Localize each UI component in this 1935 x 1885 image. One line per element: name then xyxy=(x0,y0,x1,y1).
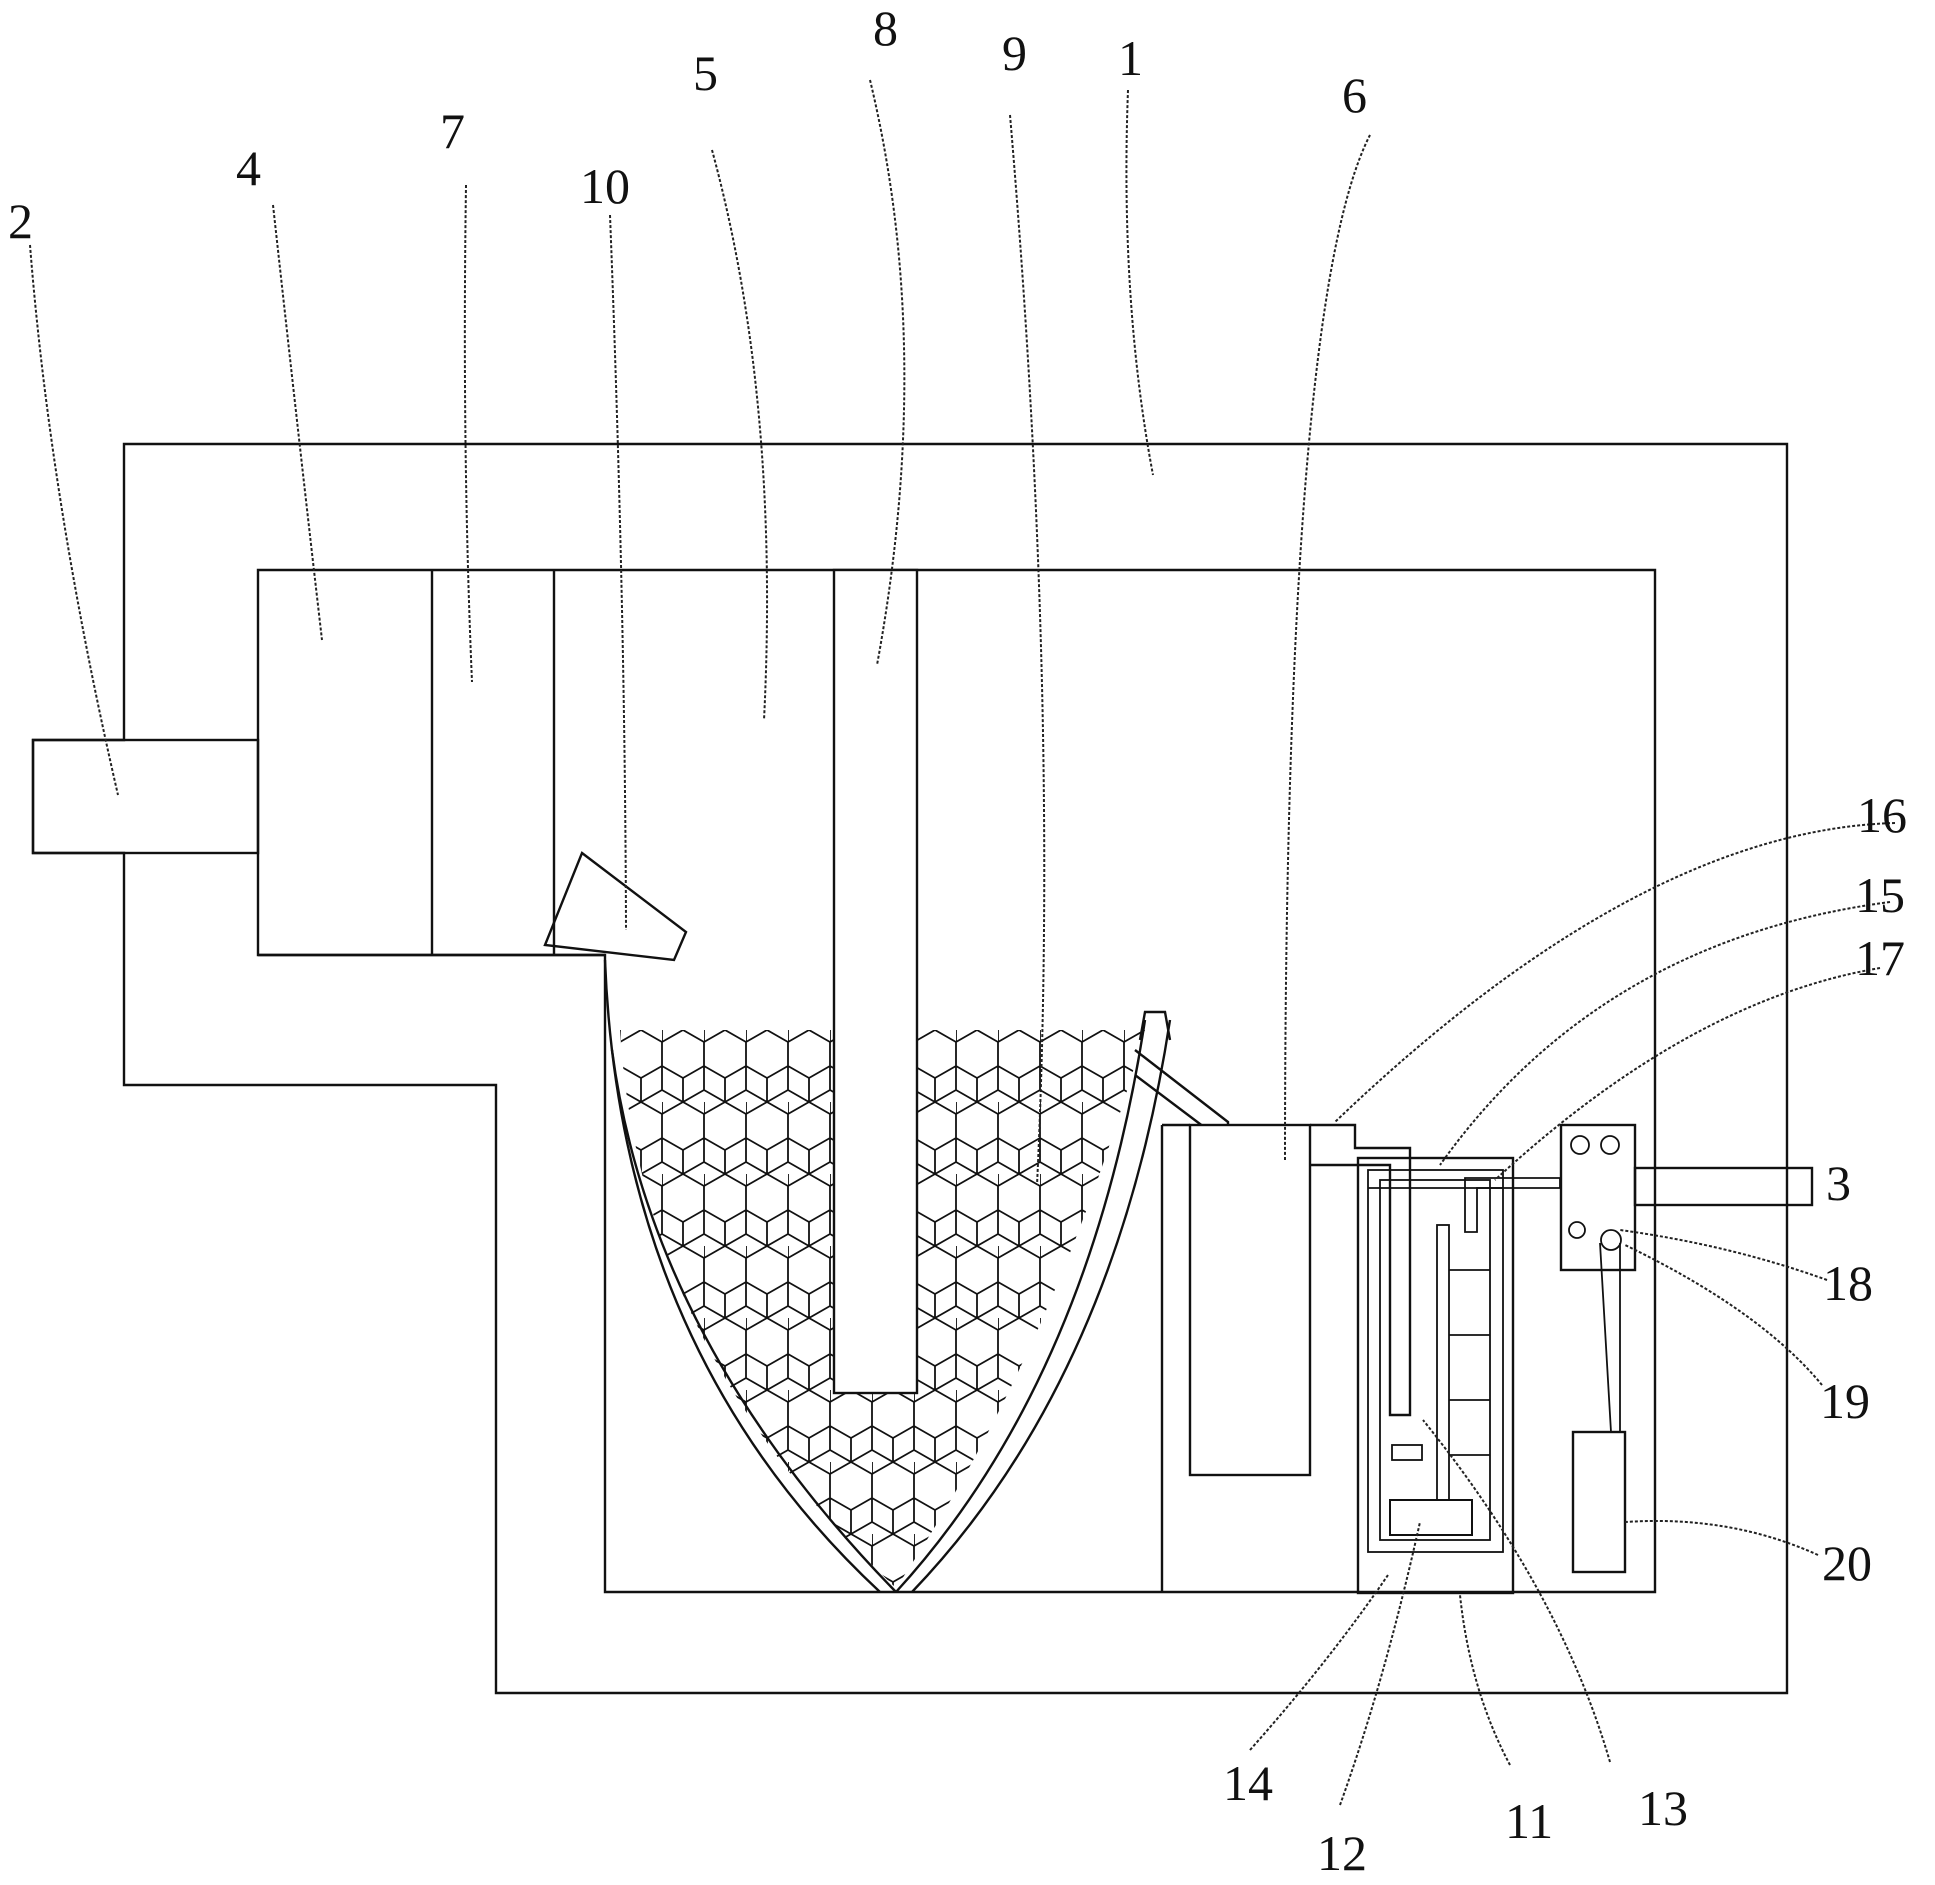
leader-2 xyxy=(29,244,119,796)
label-12: 12 xyxy=(1317,1825,1367,1881)
leader-17 xyxy=(1494,967,1881,1181)
bowl-inner-left xyxy=(610,1049,897,1593)
central-tube xyxy=(832,568,919,1395)
leader-15 xyxy=(1439,901,1891,1166)
bowl-lip xyxy=(1138,1010,1172,1041)
leader-13 xyxy=(1422,1419,1611,1763)
leader-11 xyxy=(1459,1594,1511,1766)
small-block xyxy=(1391,1444,1423,1461)
pivot xyxy=(1600,1229,1622,1251)
bowl-outer-right xyxy=(911,1019,1172,1593)
label-2: 2 xyxy=(8,193,33,249)
inlet-pipe xyxy=(31,738,260,855)
outlet-pipe xyxy=(1633,1166,1814,1207)
float-block xyxy=(1389,1499,1473,1536)
label-18: 18 xyxy=(1823,1255,1873,1311)
label-7: 7 xyxy=(440,103,465,159)
label-5: 5 xyxy=(693,45,718,101)
valve-block xyxy=(1559,1123,1637,1272)
label-19: 19 xyxy=(1820,1373,1870,1429)
label-8: 8 xyxy=(873,0,898,56)
leader-12 xyxy=(1339,1521,1421,1806)
bolt-3 xyxy=(1568,1221,1586,1239)
leader-4 xyxy=(272,204,323,641)
leader-5 xyxy=(711,149,769,721)
label-15: 15 xyxy=(1855,867,1905,923)
leader-8 xyxy=(869,79,906,666)
label-1: 1 xyxy=(1118,30,1143,86)
tank-core xyxy=(1379,1179,1491,1541)
leader-18 xyxy=(1619,1229,1828,1281)
label-20: 20 xyxy=(1822,1535,1872,1591)
label-14: 14 xyxy=(1223,1755,1273,1811)
counterweight xyxy=(1571,1430,1627,1574)
rack-rod xyxy=(1436,1224,1450,1506)
label-17: 17 xyxy=(1855,930,1905,986)
label-6: 6 xyxy=(1342,67,1367,123)
leader-7 xyxy=(463,184,473,683)
leader-20 xyxy=(1624,1519,1819,1556)
bolt-1 xyxy=(1570,1135,1590,1155)
leader-19 xyxy=(1624,1244,1823,1386)
label-13: 13 xyxy=(1638,1780,1688,1836)
tank-inner xyxy=(1367,1169,1504,1553)
label-3: 3 xyxy=(1826,1155,1851,1211)
leader-10 xyxy=(609,214,627,931)
label-16: 16 xyxy=(1857,787,1907,843)
leader-9 xyxy=(1009,114,1046,1186)
leader-16 xyxy=(1334,822,1896,1123)
label-11: 11 xyxy=(1505,1793,1553,1849)
label-10: 10 xyxy=(580,158,630,214)
separation-box xyxy=(1188,1123,1312,1477)
bolt-2 xyxy=(1600,1135,1620,1155)
label-4: 4 xyxy=(236,140,261,196)
label-9: 9 xyxy=(1002,25,1027,81)
lever-arm xyxy=(1599,1242,1621,1433)
connecting-pipe xyxy=(1310,1123,1412,1417)
deflector xyxy=(543,851,688,962)
bowl-inner-right xyxy=(895,1019,1147,1593)
leader-14 xyxy=(1249,1574,1389,1751)
leader-6 xyxy=(1284,134,1371,1161)
leader-1 xyxy=(1125,89,1154,476)
tank-outer xyxy=(1356,1156,1515,1595)
